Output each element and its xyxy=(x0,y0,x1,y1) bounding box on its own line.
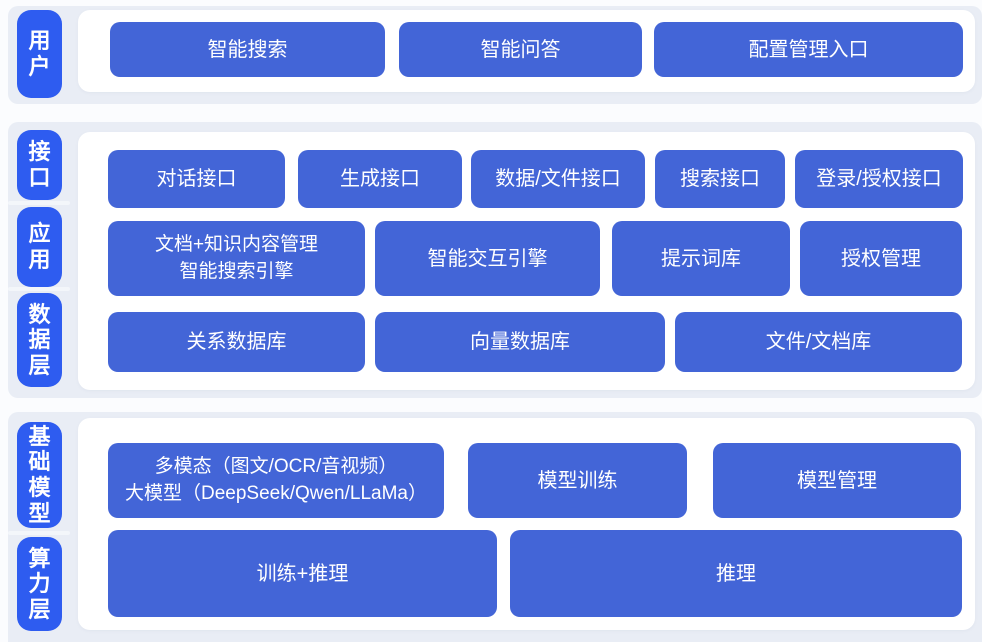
band-bottom-layers: 基础模型 算力层 多模态（图文/OCR/音视频） 大模型（DeepSeek/Qw… xyxy=(8,412,982,642)
block-multimodal-llm-line1: 多模态（图文/OCR/音视频） xyxy=(154,455,398,477)
layer-divider xyxy=(8,201,70,205)
block-inference: 推理 xyxy=(510,530,962,617)
layer-pill-app-label: 应用 xyxy=(28,221,51,272)
band-middle-layers: 接口 应用 数据层 对话接口 生成接口 数据/文件接口 搜索接口 登录/授权接口 xyxy=(8,122,982,398)
layer-pill-compute: 算力层 xyxy=(17,537,62,631)
block-relational-db: 关系数据库 xyxy=(108,312,365,372)
layer-pill-foundation-model: 基础模型 xyxy=(17,422,62,528)
block-training-inference: 训练+推理 xyxy=(108,530,497,617)
block-file-doc-store-label: 文件/文档库 xyxy=(765,331,872,353)
block-file-doc-store: 文件/文档库 xyxy=(675,312,962,372)
block-search-api: 搜索接口 xyxy=(655,150,785,208)
layer-pill-data: 数据层 xyxy=(17,293,62,387)
block-generation-api-label: 生成接口 xyxy=(340,168,420,190)
block-dialog-api-label: 对话接口 xyxy=(156,168,237,190)
block-config-entry: 配置管理入口 xyxy=(654,22,963,77)
block-login-auth-api-label: 登录/授权接口 xyxy=(816,168,942,190)
block-model-training: 模型训练 xyxy=(468,443,687,518)
block-interactive-engine: 智能交互引擎 xyxy=(375,221,600,296)
block-multimodal-llm-line2: 大模型（DeepSeek/Qwen/LLaMa） xyxy=(124,482,427,504)
block-interactive-engine-label: 智能交互引擎 xyxy=(427,247,548,270)
layer-pill-api-label: 接口 xyxy=(28,139,51,190)
layer-divider xyxy=(8,531,70,535)
block-dialog-api: 对话接口 xyxy=(108,150,285,208)
block-prompt-library: 提示词库 xyxy=(612,221,790,296)
bottom-layers-panel: 多模态（图文/OCR/音视频） 大模型（DeepSeek/Qwen/LLaMa）… xyxy=(78,418,975,630)
block-doc-knowledge-mgmt-line2: 智能搜索引擎 xyxy=(179,260,294,282)
block-config-entry-label: 配置管理入口 xyxy=(748,38,869,61)
block-vector-db-label: 向量数据库 xyxy=(470,331,570,353)
user-layer-panel: 智能搜索 智能问答 配置管理入口 xyxy=(78,10,975,92)
block-smart-qa-label: 智能问答 xyxy=(480,38,561,61)
block-model-management-label: 模型管理 xyxy=(797,469,877,492)
block-model-training-label: 模型训练 xyxy=(537,469,618,492)
layer-pill-data-label: 数据层 xyxy=(28,301,51,378)
block-search-api-label: 搜索接口 xyxy=(680,168,760,190)
layer-pill-user-label: 用户 xyxy=(28,28,51,79)
block-training-inference-label: 训练+推理 xyxy=(256,562,349,585)
layer-pill-app: 应用 xyxy=(17,207,62,287)
block-login-auth-api: 登录/授权接口 xyxy=(795,150,963,208)
block-vector-db: 向量数据库 xyxy=(375,312,665,372)
block-smart-search: 智能搜索 xyxy=(110,22,385,77)
block-generation-api: 生成接口 xyxy=(298,150,462,208)
block-data-file-api: 数据/文件接口 xyxy=(471,150,645,208)
layer-pill-compute-label: 算力层 xyxy=(28,545,51,622)
block-relational-db-label: 关系数据库 xyxy=(186,331,287,353)
block-smart-qa: 智能问答 xyxy=(399,22,642,77)
band-user-layer: 用户 智能搜索 智能问答 配置管理入口 xyxy=(8,6,982,104)
layer-pill-user: 用户 xyxy=(17,10,62,98)
block-multimodal-llm: 多模态（图文/OCR/音视频） 大模型（DeepSeek/Qwen/LLaMa） xyxy=(108,443,444,518)
block-prompt-library-label: 提示词库 xyxy=(661,247,741,270)
layer-divider xyxy=(8,287,70,291)
block-doc-knowledge-mgmt: 文档+知识内容管理 智能搜索引擎 xyxy=(108,221,365,296)
block-data-file-api-label: 数据/文件接口 xyxy=(495,168,621,190)
block-doc-knowledge-mgmt-line1: 文档+知识内容管理 xyxy=(154,233,319,255)
middle-layers-panel: 对话接口 生成接口 数据/文件接口 搜索接口 登录/授权接口 文档+知识内容管理… xyxy=(78,132,975,390)
layer-pill-foundation-model-label: 基础模型 xyxy=(28,423,51,526)
layer-pill-api: 接口 xyxy=(17,130,62,200)
block-inference-label: 推理 xyxy=(716,562,756,585)
block-auth-management: 授权管理 xyxy=(800,221,962,296)
block-auth-management-label: 授权管理 xyxy=(841,247,921,270)
block-model-management: 模型管理 xyxy=(713,443,961,518)
block-smart-search-label: 智能搜索 xyxy=(207,38,288,61)
